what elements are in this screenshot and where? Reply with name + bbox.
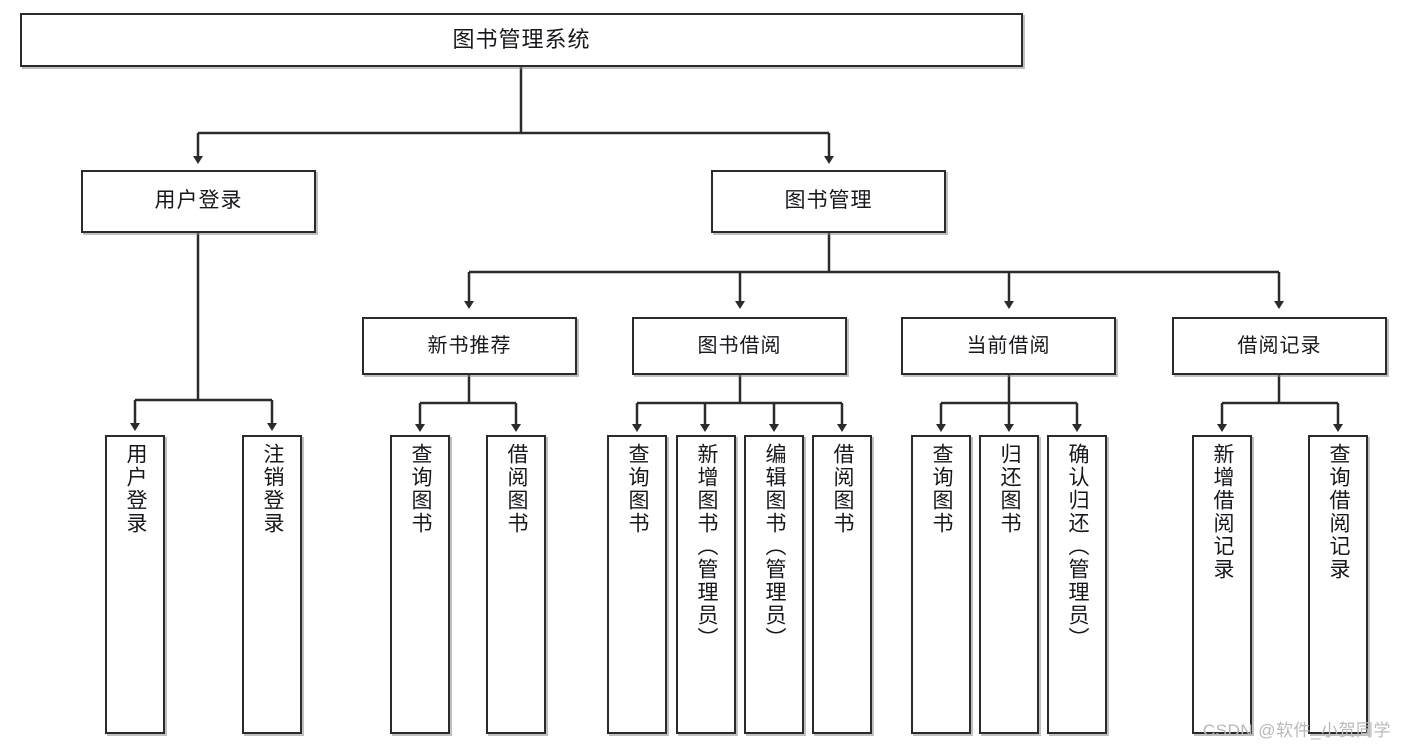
node-user-login[interactable]: 用户登录 [81, 170, 316, 233]
node-book-borrow-label: 图书借阅 [697, 334, 782, 357]
leaf-return-book[interactable]: 归还图书 [979, 435, 1039, 734]
node-current-borrow-label: 当前借阅 [966, 334, 1051, 357]
leaf-query-book-3[interactable]: 查询图书 [911, 435, 971, 734]
leaf-user-login-label: 用户登录 [124, 443, 148, 535]
leaf-borrow-book-1-label: 借阅图书 [505, 443, 529, 535]
node-new-book-recommend[interactable]: 新书推荐 [362, 317, 577, 375]
csdn-watermark: CSDN @软件_小贺同学 [1202, 721, 1391, 740]
leaf-query-book-2[interactable]: 查询图书 [607, 435, 667, 734]
leaf-add-record[interactable]: 新增借阅记录 [1192, 435, 1252, 734]
node-book-manage[interactable]: 图书管理 [711, 170, 946, 233]
leaf-confirm-return-label: 确认归还（管理员） [1066, 443, 1090, 650]
leaf-query-book-3-label: 查询图书 [930, 443, 954, 535]
node-new-book-recommend-label: 新书推荐 [427, 334, 512, 357]
leaf-add-book[interactable]: 新增图书（管理员） [676, 435, 736, 734]
node-borrow-record-label: 借阅记录 [1237, 334, 1322, 357]
node-root[interactable]: 图书管理系统 [20, 13, 1023, 67]
leaf-confirm-return[interactable]: 确认归还（管理员） [1047, 435, 1107, 734]
leaf-borrow-book-2[interactable]: 借阅图书 [812, 435, 872, 734]
leaf-borrow-book-2-label: 借阅图书 [831, 443, 855, 535]
node-root-label: 图书管理系统 [452, 27, 591, 53]
leaf-user-login[interactable]: 用户登录 [105, 435, 165, 734]
leaf-query-book-1[interactable]: 查询图书 [390, 435, 450, 734]
leaf-edit-book[interactable]: 编辑图书（管理员） [744, 435, 804, 734]
leaf-user-logout-label: 注销登录 [261, 443, 285, 535]
leaf-add-record-label: 新增借阅记录 [1211, 443, 1235, 581]
leaf-borrow-book-1[interactable]: 借阅图书 [486, 435, 546, 734]
leaf-query-record-label: 查询借阅记录 [1327, 443, 1351, 581]
node-current-borrow[interactable]: 当前借阅 [901, 317, 1116, 375]
leaf-return-book-label: 归还图书 [998, 443, 1022, 535]
leaf-query-book-2-label: 查询图书 [626, 443, 650, 535]
node-book-borrow[interactable]: 图书借阅 [632, 317, 847, 375]
node-book-manage-label: 图书管理 [784, 189, 873, 213]
leaf-user-logout[interactable]: 注销登录 [242, 435, 302, 734]
leaf-add-book-label: 新增图书（管理员） [695, 443, 719, 650]
node-borrow-record[interactable]: 借阅记录 [1172, 317, 1387, 375]
leaf-query-record[interactable]: 查询借阅记录 [1308, 435, 1368, 734]
node-user-login-label: 用户登录 [154, 189, 243, 213]
leaf-edit-book-label: 编辑图书（管理员） [763, 443, 787, 650]
leaf-query-book-1-label: 查询图书 [409, 443, 433, 535]
